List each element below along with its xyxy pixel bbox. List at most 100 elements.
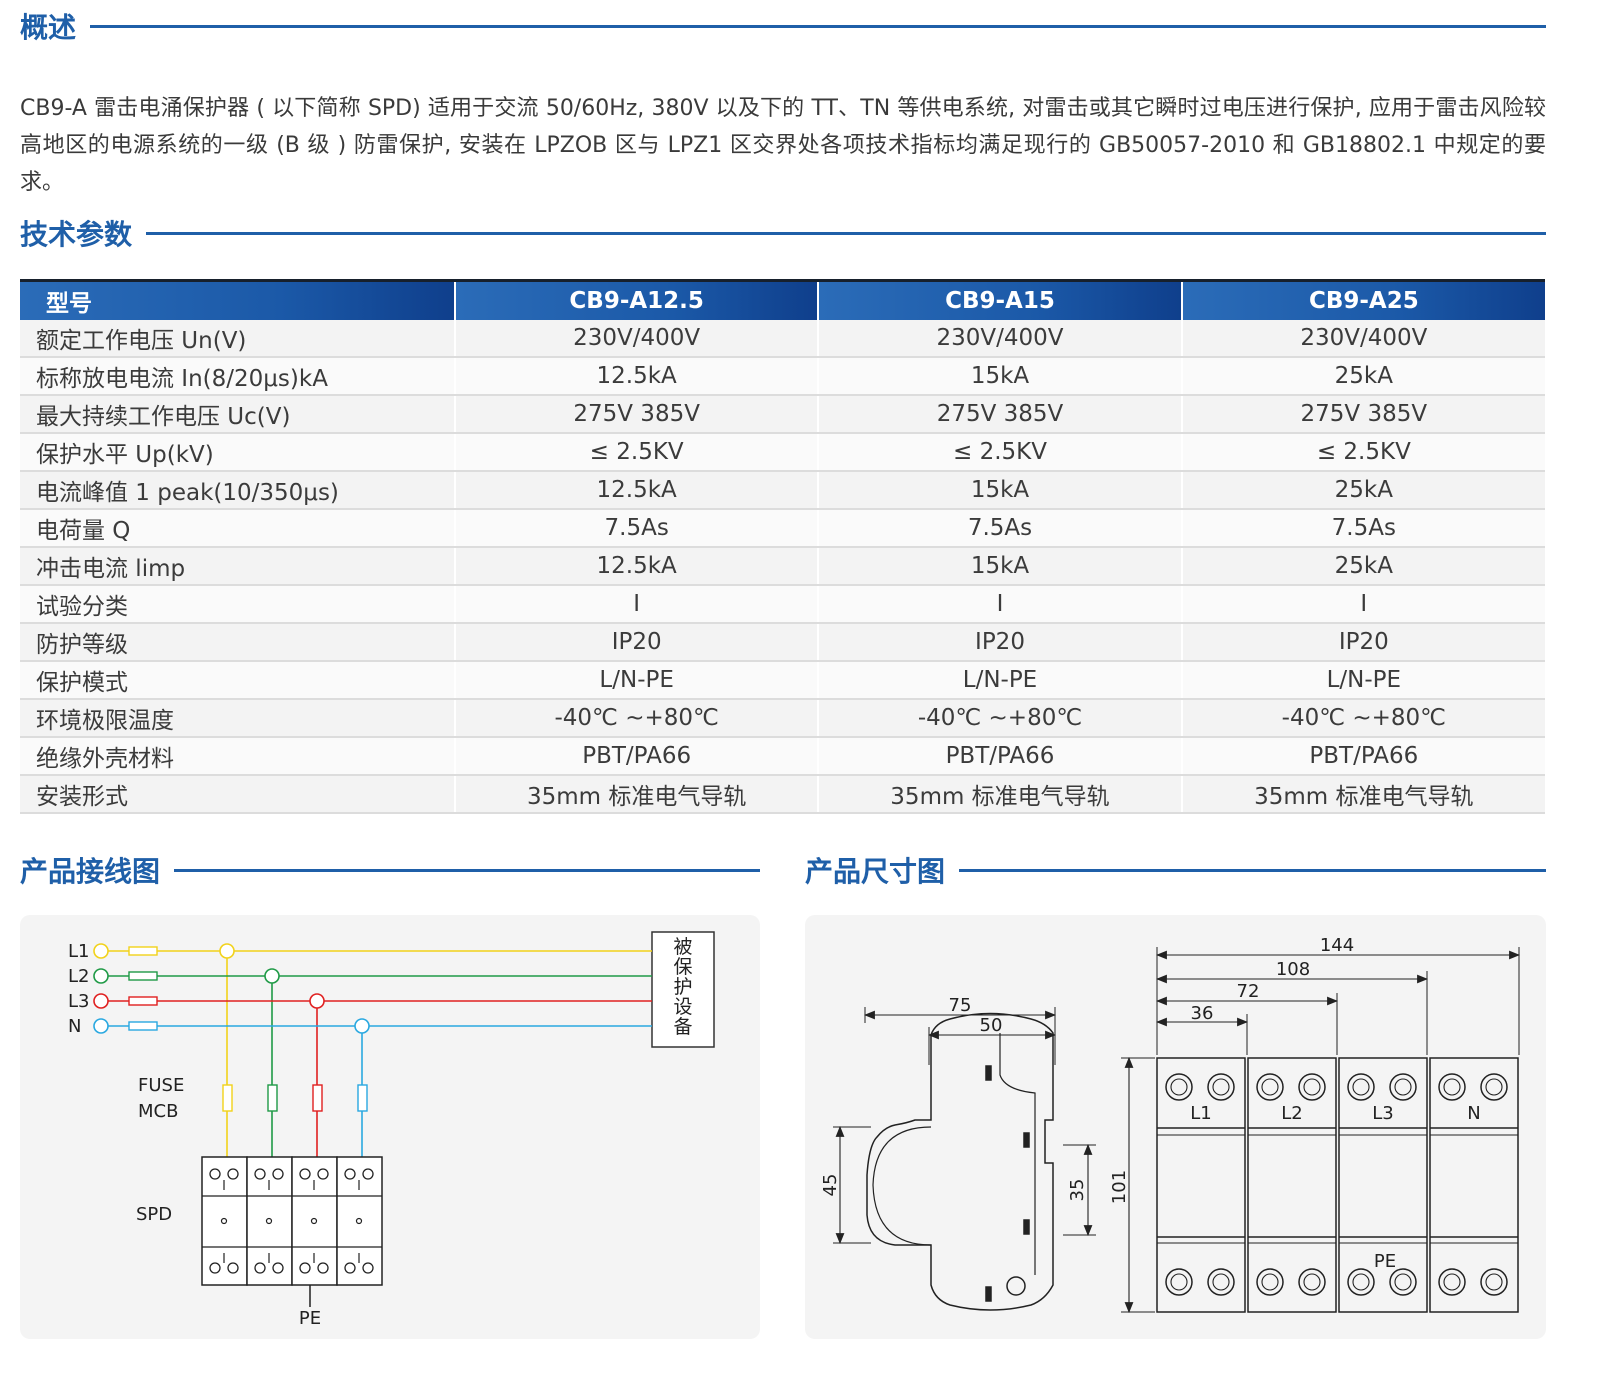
dim-front-width-all: 144	[1320, 935, 1354, 956]
front-terminal-screw	[1480, 1268, 1508, 1296]
front-terminal-screw	[1170, 1078, 1188, 1096]
front-terminal-screw	[1212, 1273, 1230, 1291]
spec-param-name: 环境极限温度	[20, 699, 455, 738]
dim-side-height-front: 45	[820, 1174, 841, 1197]
junction-circle	[309, 993, 325, 1009]
spec-param-value: 230V/400V	[1180, 320, 1545, 358]
spec-param-name: 电流峰值 1 peak(10/350μs)	[20, 471, 455, 510]
dim-side-width-total: 75	[949, 995, 972, 1016]
spd-module	[246, 1156, 293, 1286]
spec-heading: 技术参数	[20, 215, 1546, 251]
spec-param-value: L/N-PE	[453, 661, 819, 700]
front-terminal-screw	[1298, 1268, 1326, 1296]
spec-param-name: 标称放电电流 In(8/20μs)kA	[20, 357, 455, 396]
spec-param-value: L/N-PE	[1180, 661, 1545, 700]
spec-param-value: 7.5As	[453, 509, 819, 548]
terminal-circle	[93, 943, 109, 959]
spec-param-value: 15kA	[817, 547, 1182, 586]
front-terminal-screw	[1352, 1273, 1370, 1291]
dimension-heading: 产品尺寸图	[805, 852, 1546, 888]
spec-param-value: L/N-PE	[817, 661, 1182, 700]
spec-param-name: 冲击电流 limp	[20, 547, 455, 586]
front-pole-label: L2	[1281, 1103, 1302, 1124]
front-terminal-screw	[1389, 1073, 1417, 1101]
wiring-heading: 产品接线图	[20, 852, 760, 888]
front-terminal-screw	[1443, 1273, 1461, 1291]
spd-indicator	[265, 1217, 273, 1225]
spec-row: 保护水平 Up(kV)≤ 2.5KV≤ 2.5KV≤ 2.5KV	[20, 433, 1545, 472]
spd-screw	[254, 1262, 266, 1274]
front-terminal-screw	[1394, 1078, 1412, 1096]
dim-side-height-rail: 35	[1067, 1179, 1088, 1202]
header-cb9-a25: CB9-A25	[1180, 279, 1545, 320]
spec-param-value: 7.5As	[817, 509, 1182, 548]
spec-param-value: -40℃ ~+80℃	[817, 699, 1182, 738]
spec-param-name: 最大持续工作电压 Uc(V)	[20, 395, 455, 434]
dim-side-width-body: 50	[980, 1015, 1003, 1036]
front-terminal-screw	[1303, 1078, 1321, 1096]
overview-title: 概述	[20, 11, 77, 44]
front-module	[1247, 1057, 1337, 1313]
spec-param-value: 12.5kA	[453, 471, 819, 510]
spec-param-value: 7.5As	[1180, 509, 1545, 548]
spec-param-value: 35mm 标准电气导轨	[817, 775, 1182, 814]
spec-param-value: I	[1180, 585, 1545, 624]
front-terminal-screw	[1207, 1268, 1235, 1296]
dimension-title: 产品尺寸图	[805, 855, 946, 888]
dim-front-height: 101	[1109, 1170, 1130, 1204]
spec-param-value: PBT/PA66	[1180, 737, 1545, 776]
front-terminal-screw	[1261, 1078, 1279, 1096]
heading-rule	[90, 24, 1546, 28]
junction-circle	[219, 943, 235, 959]
spec-param-value: ≤ 2.5KV	[817, 433, 1182, 472]
spd-screw	[362, 1262, 374, 1274]
spec-param-name: 安装形式	[20, 775, 455, 814]
spec-param-value: IP20	[453, 623, 819, 662]
front-terminal-screw	[1170, 1273, 1188, 1291]
front-terminal-screw	[1165, 1073, 1193, 1101]
spec-param-name: 试验分类	[20, 585, 455, 624]
spd-module	[291, 1156, 338, 1286]
dim-front-width-1: 36	[1191, 1003, 1214, 1024]
spd-indicator	[310, 1217, 318, 1225]
spec-param-value: IP20	[817, 623, 1182, 662]
spd-screw	[362, 1168, 374, 1180]
fuse-mcb-element	[222, 1084, 233, 1112]
front-terminal-screw	[1303, 1273, 1321, 1291]
terminal-circle	[93, 1018, 109, 1034]
pe-label: PE	[299, 1308, 321, 1329]
protected-equipment-box	[651, 931, 715, 1048]
spec-header-row: 型号 CB9-A12.5 CB9-A15 CB9-A25	[20, 279, 1545, 320]
spec-param-value: PBT/PA66	[817, 737, 1182, 776]
spd-screw	[209, 1262, 221, 1274]
junction-circle	[354, 1018, 370, 1034]
spec-param-value: PBT/PA66	[453, 737, 819, 776]
front-terminal-screw	[1298, 1073, 1326, 1101]
front-pole-label: L1	[1190, 1103, 1211, 1124]
inline-fuse	[128, 996, 158, 1006]
spec-param-value: 12.5kA	[453, 357, 819, 396]
overview-paragraph: CB9-A 雷击电涌保护器 ( 以下简称 SPD) 适用于交流 50/60Hz,…	[20, 96, 1546, 195]
spec-title: 技术参数	[20, 218, 133, 251]
front-terminal-screw	[1485, 1078, 1503, 1096]
header-cb9-a12-5: CB9-A12.5	[453, 279, 819, 320]
front-pole-label: N	[1467, 1103, 1480, 1124]
spec-param-name: 额定工作电压 Un(V)	[20, 320, 455, 358]
front-terminal-screw	[1443, 1078, 1461, 1096]
inline-fuse	[128, 1021, 158, 1031]
spec-param-value: IP20	[1180, 623, 1545, 662]
front-terminal-screw	[1394, 1273, 1412, 1291]
front-terminal-screw	[1347, 1268, 1375, 1296]
spd-screw	[227, 1262, 239, 1274]
front-terminal-screw	[1212, 1078, 1230, 1096]
dim-front-width-2: 72	[1237, 981, 1260, 1002]
